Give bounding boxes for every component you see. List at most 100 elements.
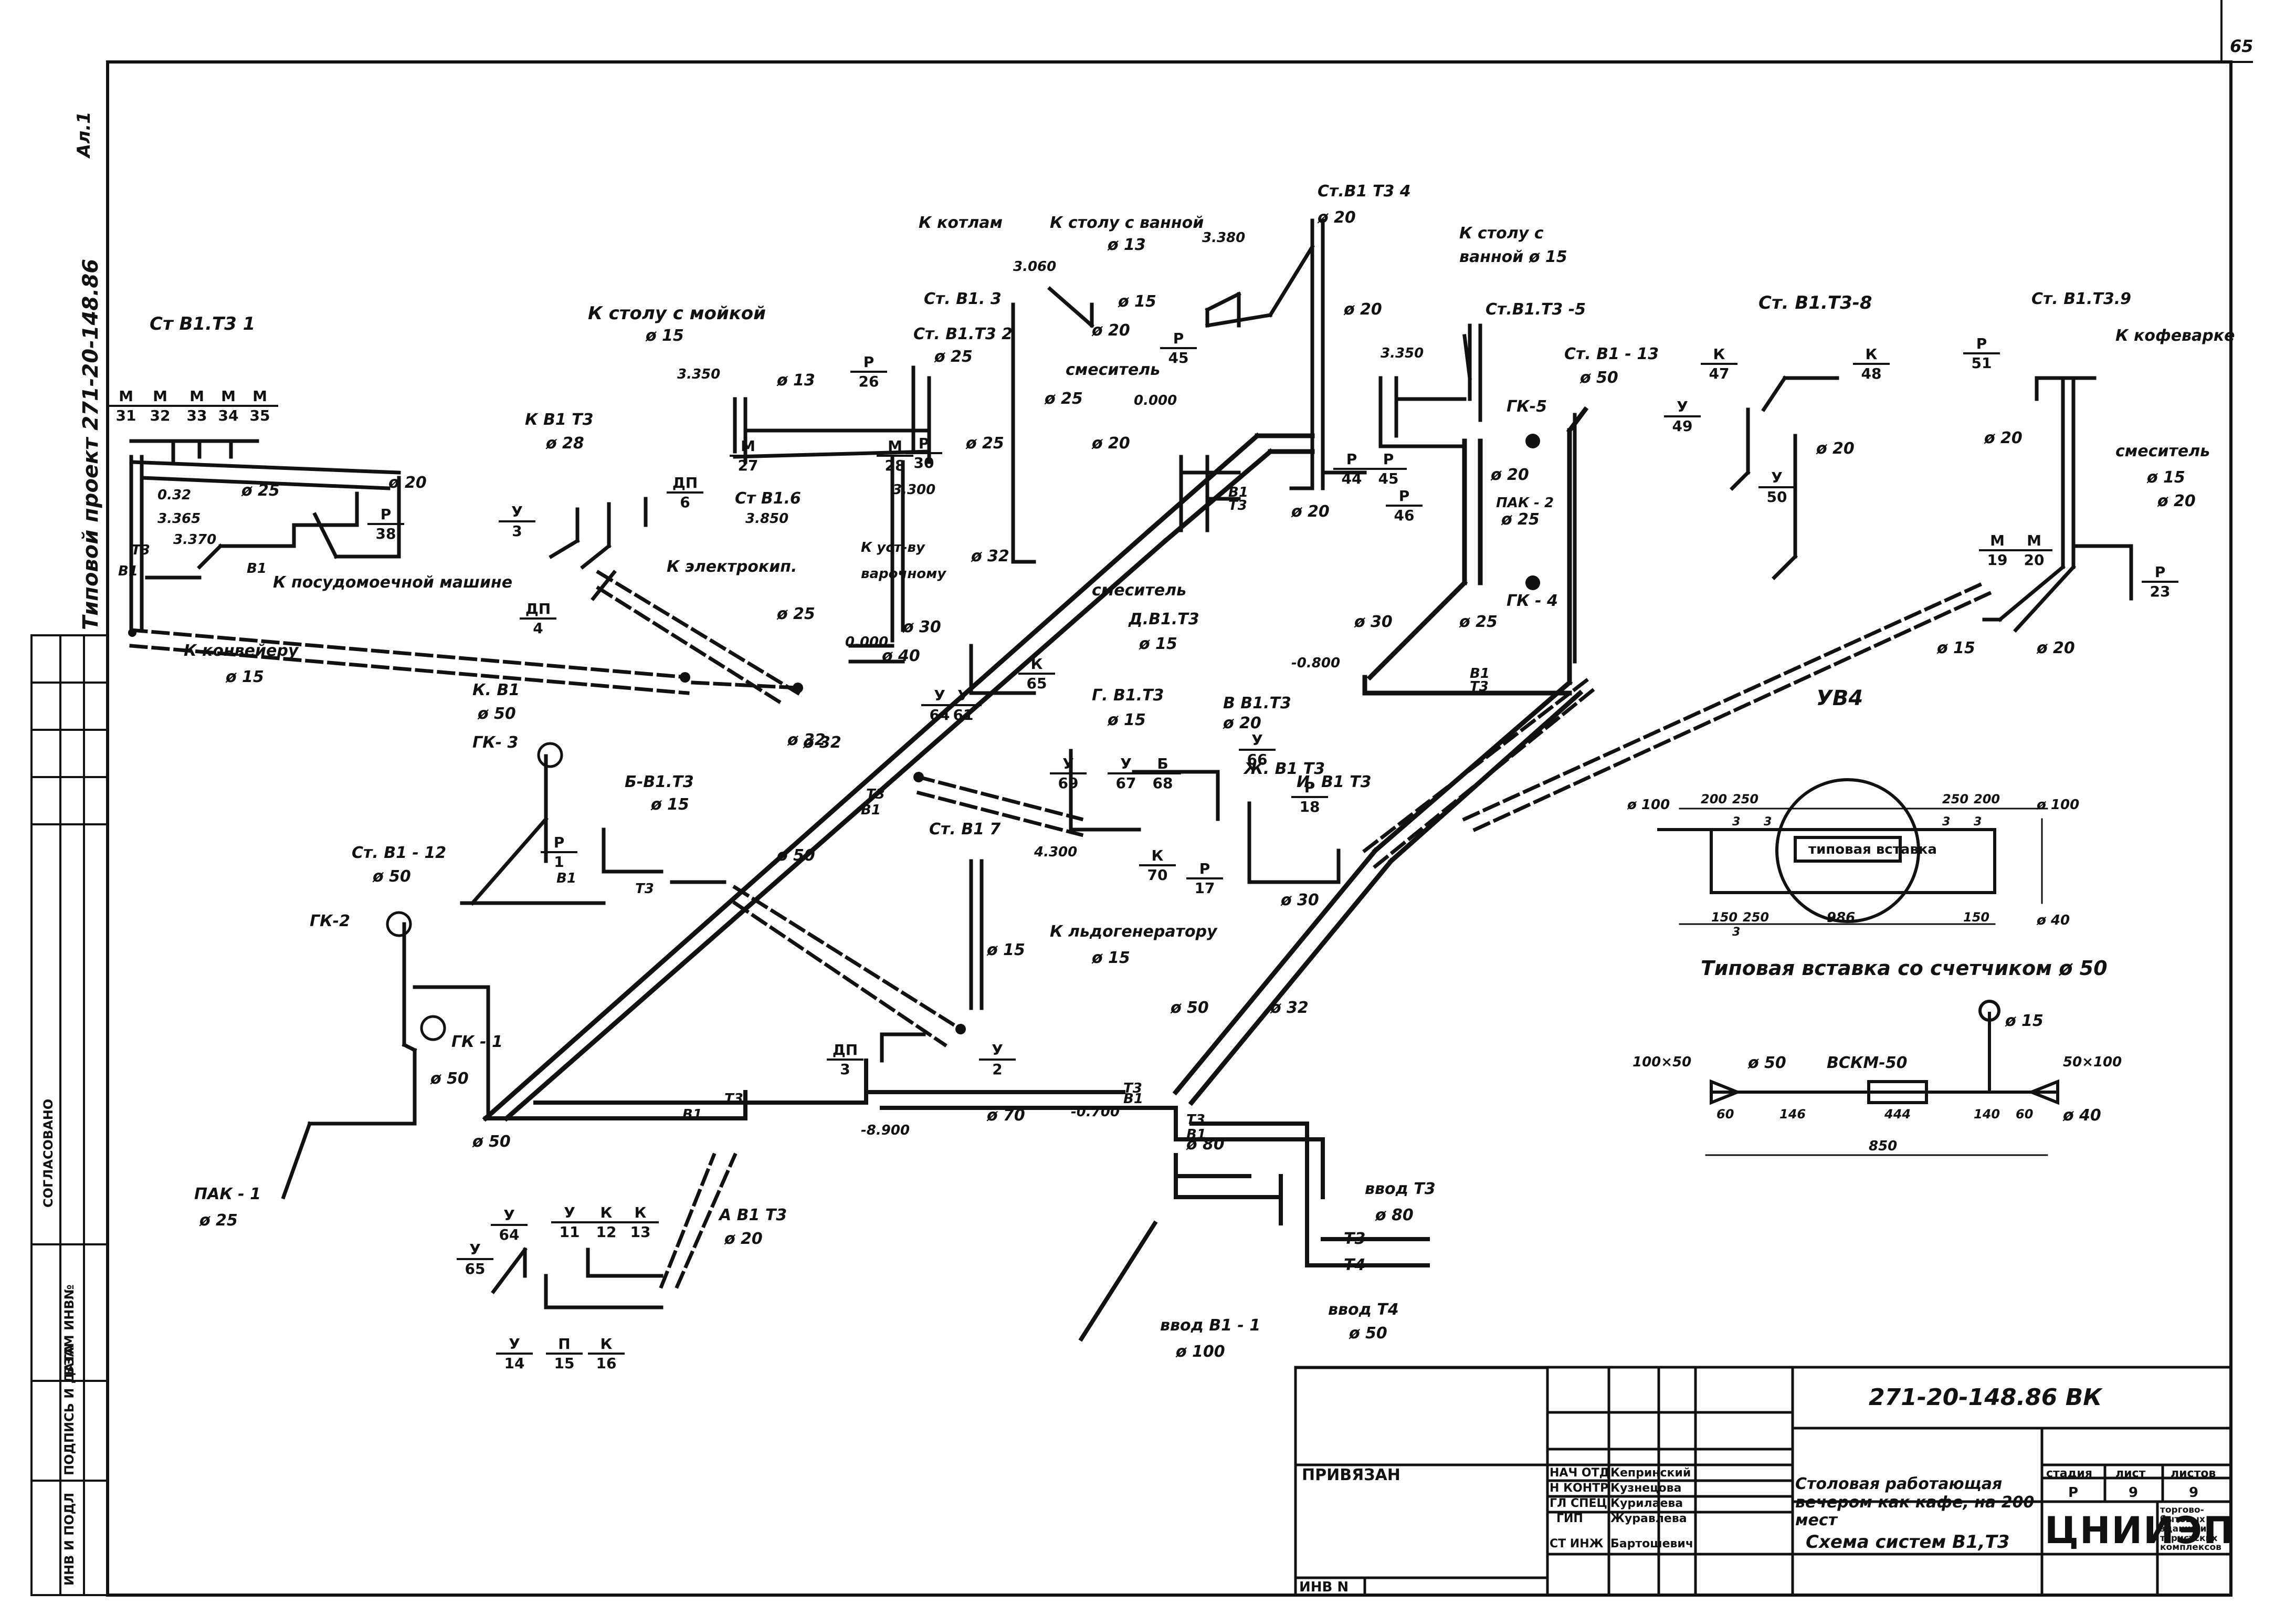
staff-role-3: ГЛ СПЕЦ — [1550, 1497, 1607, 1510]
diameter-d50-gk1: ø 50 — [430, 1070, 469, 1088]
diameter-d20-right2: ø 20 — [1491, 466, 1529, 484]
diameter-d15-a: ø 15 — [646, 327, 684, 345]
diameter-d80-lower: ø 80 — [1186, 1135, 1225, 1154]
insert-dim-200-a: 200 — [1701, 792, 1728, 806]
side-inv-no: ИНВ И ПОДЛ — [62, 1492, 77, 1586]
pipe-mark-b1-8: В1 — [247, 561, 267, 577]
label-st-v1-7: Ст. В1 7 — [929, 820, 1001, 839]
secondary-trunk — [1172, 406, 1589, 1106]
elev-0000: 0.000 — [1134, 393, 1177, 408]
insert-dim-250-a: 250 — [1732, 792, 1759, 806]
elev-0008: 0.000 — [845, 634, 889, 650]
diameter-d50-vvodt4: ø 50 — [1349, 1324, 1387, 1343]
label-insert-title: Типовая вставка со счетчиком ø 50 — [1701, 957, 2108, 980]
meter-dim-146: 146 — [1779, 1107, 1806, 1122]
insert-dim-150-a: 150 — [1711, 910, 1738, 925]
label-gk-2: ГК-2 — [310, 912, 350, 930]
pipe-mark-b1-2: В1 — [1123, 1091, 1143, 1107]
meter-dim-60-b: 60 — [2016, 1107, 2034, 1122]
diameter-d30-mid: ø 30 — [903, 618, 941, 636]
label-gk-4: ГК - 4 — [1507, 592, 1558, 610]
label-a-v1-t3: А В1 Т3 — [719, 1206, 787, 1224]
pipe-mark-b1-4: В1 — [556, 871, 576, 886]
diameter-d50-a: ø 50 — [1580, 369, 1618, 387]
pipe-mark-b1-1: В1 — [682, 1107, 702, 1123]
sheets-total-value: 9 — [2189, 1485, 2199, 1501]
label-k-kofevarke: К кофеварке — [2115, 327, 2235, 345]
elev-3380: 3.380 — [1202, 230, 1246, 246]
pipe-mark-t3-4: Т3 — [635, 881, 654, 897]
pipe-mark-b1-7: В1 — [861, 802, 881, 818]
page-number: 65 — [2230, 36, 2253, 56]
diameter-d20-v: ø 20 — [1223, 714, 1261, 732]
left-riser — [281, 754, 606, 1200]
staff-role-1: НАЧ ОТД — [1550, 1466, 1610, 1480]
label-uv4: УВ4 — [1816, 686, 1863, 710]
label-zh-v1-t3: Ж. В1 Т3 — [1244, 760, 1325, 778]
elev-m0700: -0.700 — [1071, 1104, 1120, 1120]
meter-dim-100x50: 100×50 — [1633, 1054, 1692, 1070]
staff-role-5: СТ ИНЖ — [1550, 1537, 1604, 1550]
insert-dim-250-c: 250 — [1743, 910, 1770, 925]
lower-main — [483, 1058, 1430, 1342]
group-st-v1-t3-1 — [129, 439, 401, 632]
staff-role-4: ГИП — [1556, 1512, 1583, 1525]
diameter-d15-ldo: ø 15 — [1092, 949, 1130, 967]
diameter-d28-a: ø 28 — [546, 434, 584, 453]
pipe-mark-b1-9: В1 — [118, 563, 138, 579]
label-st-v1-t3-5: Ст.В1.Т3 -5 — [1486, 300, 1586, 319]
elev-3365: 3.365 — [157, 511, 201, 527]
diameter-d20-st9-low: ø 20 — [2037, 639, 2075, 657]
insert-uv4 — [1657, 778, 2048, 925]
side-replace-inv: ВЗАМ ИНВ№ — [62, 1284, 77, 1376]
label-gk-5: ГК-5 — [1507, 397, 1547, 416]
label-gk-1: ГК - 1 — [451, 1033, 503, 1051]
diameter-d20-st8: ø 20 — [1816, 439, 1855, 458]
insert-dim-200-b: 200 — [1974, 792, 2000, 806]
diameter-d40-insert: ø 40 — [2037, 913, 2070, 928]
diameter-d20-a-branch: ø 20 — [724, 1230, 763, 1248]
pipe-mark-t3-3: Т3 — [1186, 1112, 1205, 1128]
diameter-d25-upper2: ø 25 — [966, 434, 1004, 453]
pipe-mark-b1-6: В1 — [1470, 666, 1490, 682]
diameter-d15-right: ø 15 — [2147, 468, 2185, 487]
pipe-mark-t3-7: Т3 — [866, 787, 885, 802]
label-st-v1-13: Ст. В1 - 13 — [1564, 345, 1659, 363]
diameter-d30-right: ø 30 — [1354, 613, 1393, 631]
diameter-d20-upper3: ø 20 — [1092, 321, 1130, 340]
diameter-d40-meter: ø 40 — [2063, 1106, 2101, 1125]
diameter-d15-konv: ø 15 — [226, 668, 264, 686]
elev-3350-a: 3.350 — [677, 366, 721, 382]
insert-dim-3-b: 3 — [1764, 815, 1772, 829]
elev-3300: 3.300 — [892, 482, 936, 498]
label-st-v1-t3-2: Ст. В1.Т3 2 — [913, 325, 1013, 343]
doc-code: 271-20-148.86 ВК — [1869, 1384, 2102, 1411]
label-varochnomu: варочному — [861, 566, 946, 582]
diameter-d15-d: ø 15 — [1139, 635, 1177, 653]
label-d-v1-t3: Д.В1.Т3 — [1129, 610, 1199, 628]
insert-dim-3-a: 3 — [1732, 815, 1741, 829]
insert-dim-3-d: 3 — [1974, 815, 1982, 829]
elev-3370: 3.370 — [173, 532, 217, 548]
label-k-konveieru: К конвейеру — [184, 642, 299, 660]
